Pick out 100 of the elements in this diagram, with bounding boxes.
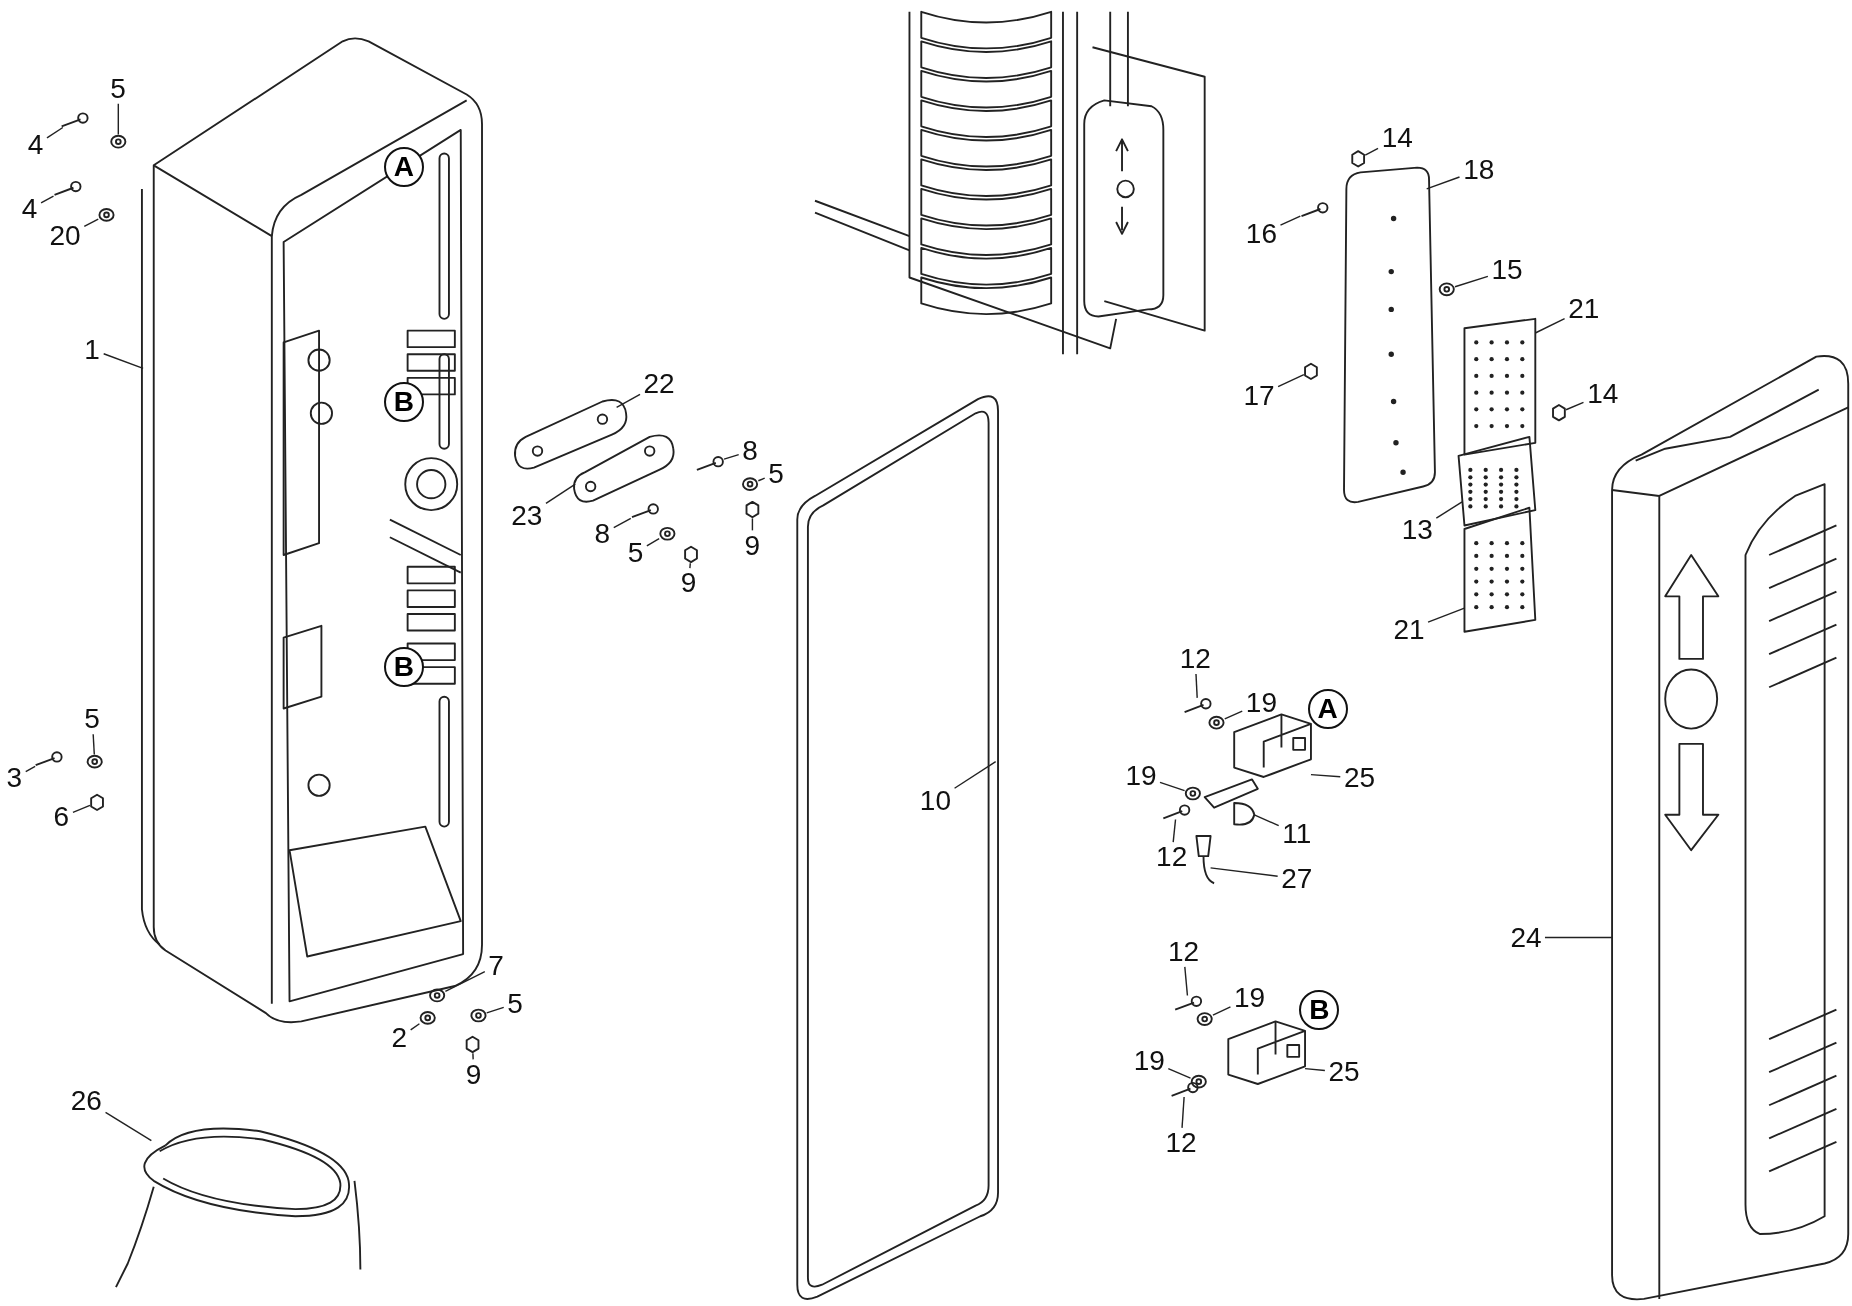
filter-pad-drawing bbox=[1463, 506, 1537, 633]
callout-number: 12 bbox=[1156, 843, 1188, 872]
gasket-drawing bbox=[796, 395, 999, 1300]
callout-number: 14 bbox=[1587, 380, 1619, 409]
callout-number: 22 bbox=[643, 369, 675, 398]
callout-number: 9 bbox=[680, 569, 697, 598]
leader-line bbox=[1253, 814, 1280, 827]
leader-line bbox=[723, 453, 740, 460]
callout-number: 6 bbox=[53, 803, 70, 832]
nut-drawing bbox=[1304, 362, 1318, 380]
callout-number: 7 bbox=[488, 952, 504, 981]
callout-number: 9 bbox=[744, 531, 761, 560]
hinge-drawing bbox=[1227, 1020, 1306, 1085]
reference-letter: A bbox=[1307, 688, 1348, 729]
grommet-drawing bbox=[98, 208, 115, 222]
washer-drawing bbox=[1190, 1074, 1207, 1089]
callout-number: 2 bbox=[391, 1024, 407, 1053]
leader-line bbox=[1310, 773, 1341, 778]
bolt-drawing bbox=[695, 456, 724, 471]
callout-number: 11 bbox=[1282, 819, 1312, 848]
reference-letter: B bbox=[1299, 989, 1340, 1030]
bolt-drawing bbox=[1170, 1081, 1199, 1097]
callout-number: 14 bbox=[1381, 124, 1413, 153]
callout-number: 10 bbox=[919, 786, 951, 815]
plate-drawing bbox=[1343, 166, 1436, 504]
callout-number: 13 bbox=[1401, 516, 1433, 545]
leader-line bbox=[1534, 318, 1566, 334]
leader-line bbox=[1425, 176, 1461, 190]
callout-number: 5 bbox=[507, 989, 523, 1018]
callout-number: 12 bbox=[1165, 1129, 1197, 1158]
leader-line bbox=[1159, 781, 1186, 792]
washer-drawing bbox=[1184, 786, 1201, 801]
washer-drawing bbox=[86, 754, 103, 769]
leader-line bbox=[613, 517, 632, 529]
leader-line bbox=[1565, 401, 1585, 411]
callout-number: 21 bbox=[1393, 615, 1425, 644]
callout-number: 1 bbox=[84, 335, 100, 364]
screw-drawing bbox=[60, 112, 89, 128]
lamp-drawing bbox=[1195, 835, 1216, 885]
callout-number: 12 bbox=[1179, 645, 1211, 674]
leader-line bbox=[472, 1052, 474, 1061]
leader-line bbox=[1224, 710, 1243, 720]
leader-line bbox=[83, 218, 99, 228]
callout-number: 16 bbox=[1245, 219, 1277, 248]
leader-line bbox=[92, 733, 95, 756]
leader-line bbox=[1212, 1006, 1232, 1016]
callout-number: 5 bbox=[768, 459, 784, 488]
callout-number: 9 bbox=[465, 1060, 482, 1089]
filter-pad-drawing bbox=[1457, 435, 1537, 527]
callout-number: 8 bbox=[742, 437, 758, 466]
bracket-plate-drawing bbox=[514, 399, 628, 470]
callout-number: 18 bbox=[1463, 156, 1495, 185]
leader-line bbox=[40, 195, 55, 204]
leader-line bbox=[1544, 936, 1613, 939]
washer-drawing bbox=[429, 988, 446, 1003]
callout-number: 19 bbox=[1234, 984, 1266, 1013]
callout-number: 4 bbox=[27, 131, 44, 160]
callout-number: 21 bbox=[1568, 295, 1600, 324]
callout-number: 24 bbox=[1510, 923, 1542, 952]
callout-number: 5 bbox=[627, 538, 644, 567]
leader-line bbox=[615, 393, 641, 409]
bolt-drawing bbox=[1162, 804, 1191, 820]
leader-line bbox=[1279, 215, 1302, 226]
callout-number: 23 bbox=[511, 502, 543, 531]
leader-line bbox=[751, 517, 754, 532]
leader-line bbox=[953, 760, 997, 789]
housing-drawing bbox=[141, 37, 483, 1024]
nut-drawing bbox=[1552, 404, 1566, 422]
leader-line bbox=[646, 537, 660, 547]
leader-line bbox=[104, 1111, 153, 1142]
callout-number: 4 bbox=[21, 195, 38, 224]
leader-line bbox=[444, 970, 486, 992]
leader-line bbox=[1209, 867, 1279, 877]
spacer-drawing bbox=[90, 793, 104, 811]
leader-line bbox=[102, 353, 144, 370]
leader-line bbox=[1277, 373, 1305, 388]
callout-number: 19 bbox=[1245, 688, 1277, 717]
washer-drawing bbox=[659, 526, 676, 541]
washer-drawing bbox=[470, 1008, 487, 1023]
callout-number: 25 bbox=[1328, 1058, 1360, 1087]
callout-number: 5 bbox=[110, 74, 126, 103]
hinge-drawing bbox=[1233, 713, 1312, 778]
leader-line bbox=[1181, 1096, 1185, 1129]
leader-line bbox=[1167, 1067, 1192, 1079]
callout-number: 19 bbox=[1125, 762, 1157, 790]
leader-line bbox=[1172, 818, 1177, 843]
washer-drawing bbox=[1208, 715, 1225, 730]
leader-line bbox=[1427, 607, 1466, 623]
callout-number: 17 bbox=[1243, 381, 1275, 410]
leader-line bbox=[757, 477, 766, 482]
callout-number: 27 bbox=[1281, 864, 1313, 893]
washer-drawing bbox=[742, 477, 759, 491]
filter-pad-drawing bbox=[1463, 317, 1537, 456]
leader-line bbox=[545, 483, 576, 505]
leader-line bbox=[1364, 147, 1379, 156]
washer-drawing bbox=[1196, 1012, 1213, 1026]
bracket-plate-drawing bbox=[573, 434, 675, 503]
callout-number: 15 bbox=[1491, 256, 1523, 285]
callout-number: 5 bbox=[84, 705, 100, 734]
nut-drawing bbox=[465, 1035, 480, 1054]
